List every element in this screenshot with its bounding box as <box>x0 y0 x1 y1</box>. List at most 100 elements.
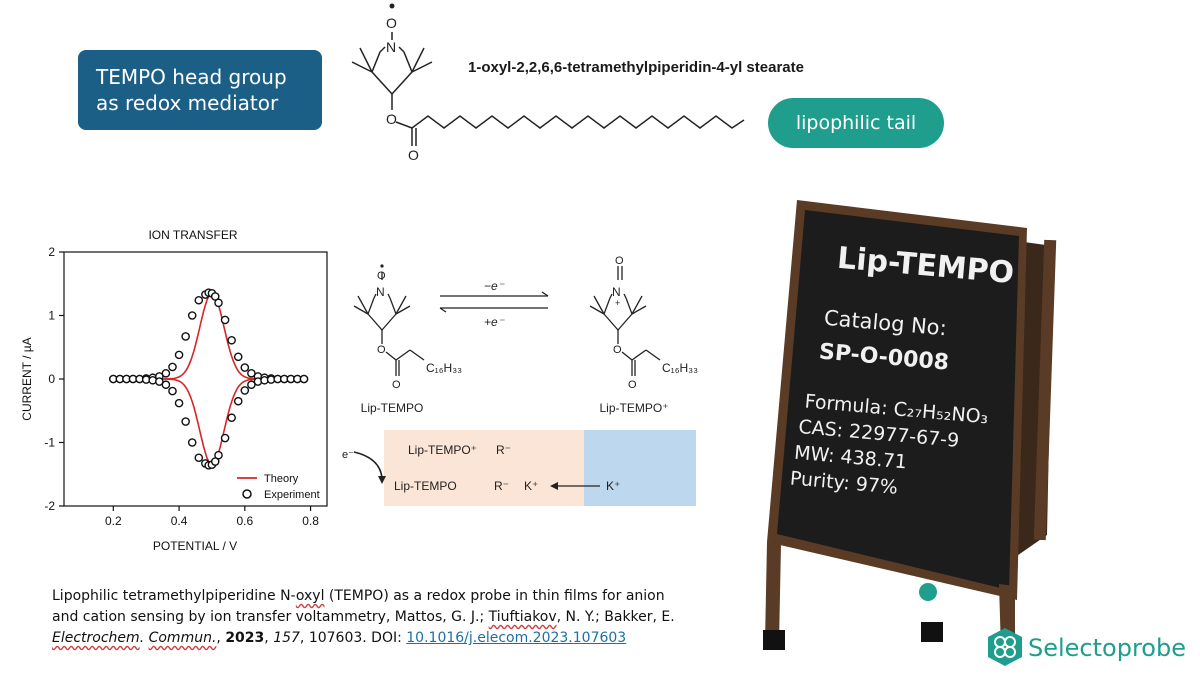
experiment-point-reverse <box>233 396 243 406</box>
x-axis-label: POTENTIAL / V <box>153 539 237 553</box>
right-nitrogen: N <box>612 285 621 299</box>
lip-tempo-plus-label: Lip-TEMPO⁺ <box>599 401 668 415</box>
citation-text: (TEMPO) as a redox probe in thin films f… <box>324 588 665 604</box>
right-plus-charge: + <box>615 298 620 308</box>
citation: Lipophilic tetramethylpiperidine N-oxyl … <box>52 586 752 649</box>
experiment-point-reverse <box>214 450 223 460</box>
row2-cation: K⁺ <box>524 479 538 493</box>
citation-oxyl: oxyl <box>295 588 325 604</box>
citation-journal-dot: . <box>139 630 145 646</box>
y-tick-label: 0 <box>48 372 55 386</box>
redox-reaction-scheme: O N O O C₁₆H₃₃ −e⁻ +e⁻ O N + O O C₁₆H₃₃ … <box>353 255 698 415</box>
theory-curve-reverse <box>113 378 304 466</box>
sign-logo-icon <box>919 583 937 601</box>
left-alkyl-chain: C₁₆H₃₃ <box>426 361 462 375</box>
citation-journal-b: Commun. <box>148 630 217 646</box>
citation-year: 2023 <box>225 630 265 646</box>
lip-tempo-label: Lip-TEMPO <box>361 401 424 415</box>
sign-board <box>777 210 1019 590</box>
membrane-phase <box>384 430 584 506</box>
ester-o-atom: O <box>386 111 397 127</box>
experiment-point-reverse <box>155 377 164 386</box>
y-tick-label: -2 <box>44 499 55 513</box>
y-tick-label: 1 <box>48 309 55 323</box>
experiment-point-forward <box>187 311 197 320</box>
citation-text: Lipophilic tetramethylpiperidine N- <box>52 588 296 604</box>
experiment-point-forward <box>220 315 230 325</box>
left-oxyl-o: O <box>377 270 386 282</box>
experiment-point-forward <box>240 363 250 372</box>
x-tick-label: 0.8 <box>302 514 319 528</box>
citation-pages: , 107603. DOI: <box>299 630 407 646</box>
chart-title: ION TRANSFER <box>148 228 237 242</box>
experiment-point-forward <box>214 298 223 308</box>
sign-rear-leg <box>1033 239 1057 541</box>
experiment-point-reverse <box>168 386 177 396</box>
citation-sep: , <box>216 630 226 646</box>
tempo-box-line1: TEMPO head group <box>96 65 287 89</box>
experiment-point-reverse <box>194 453 204 463</box>
sign-left-foot <box>763 630 785 650</box>
experiment-point-reverse <box>174 398 184 408</box>
y-axis-label: CURRENT / µA <box>20 337 34 420</box>
lipophilic-tail-pill: lipophilic tail <box>768 98 944 148</box>
citation-sep: , <box>264 630 274 646</box>
oxidation-label: −e⁻ <box>484 279 506 293</box>
tempo-head-group-box: TEMPO head group as redox mediator <box>78 50 322 130</box>
right-alkyl-chain: C₁₆H₃₃ <box>662 361 698 375</box>
ion-transfer-scheme: e⁻ Lip-TEMPO⁺ R⁻ Lip-TEMPO R⁻ K⁺ K⁺ <box>342 430 696 506</box>
experiment-point-reverse <box>181 417 190 426</box>
sign-front-left-leg <box>765 542 781 644</box>
product-sign: Lip-TEMPO Catalog No: SP-O-0008 Formula:… <box>763 200 1057 650</box>
y-tick-label: -1 <box>44 436 55 450</box>
left-nitrogen: N <box>376 285 385 299</box>
y-tick-label: 2 <box>48 245 55 259</box>
experiment-points <box>109 288 309 470</box>
cation-arrowhead <box>550 482 558 490</box>
aqueous-cation: K⁺ <box>606 479 620 493</box>
citation-volume: 157 <box>273 630 300 646</box>
experiment-point-reverse <box>161 380 171 390</box>
tempo-stearate-structure: O N O O <box>351 3 745 163</box>
experiment-point-reverse <box>240 386 250 395</box>
row1-anion: R⁻ <box>496 443 511 457</box>
sign-right-foot <box>921 622 943 642</box>
experiment-point-reverse <box>299 374 309 384</box>
electron-arrow <box>353 451 383 479</box>
experiment-point-forward <box>194 295 204 305</box>
experiment-point-forward <box>233 352 243 362</box>
experiment-point-forward <box>161 368 171 378</box>
citation-authors: , N. Y.; Bakker, E. <box>556 609 675 625</box>
experiment-point-forward <box>247 368 256 378</box>
legend-experiment-marker <box>242 489 252 499</box>
citation-journal: Electrochem <box>52 630 140 646</box>
nitrogen-atom: N <box>386 39 396 55</box>
citation-authors: and cation sensing by ion transfer volta… <box>52 609 489 625</box>
legend-theory-label: Theory <box>264 473 299 485</box>
electron-label: e⁻ <box>342 449 354 461</box>
brand-name: Selectoprobe <box>1028 634 1186 662</box>
left-carbonyl-o: O <box>392 379 401 391</box>
x-tick-label: 0.6 <box>236 514 253 528</box>
selectoprobe-logo-icon <box>988 628 1022 666</box>
compound-name: 1-oxyl-2,2,6,6-tetramethylpiperidin-4-yl… <box>468 59 804 76</box>
legend-experiment-label: Experiment <box>264 489 320 501</box>
x-tick-label: 0.2 <box>105 514 122 528</box>
carbonyl-o-atom: O <box>408 147 419 163</box>
right-ester-o: O <box>613 344 622 356</box>
experiment-point-reverse <box>247 380 256 390</box>
citation-doi-link[interactable]: 10.1016/j.elecom.2023.107603 <box>406 630 627 646</box>
experiment-point-forward <box>168 362 177 372</box>
reduction-label: +e⁻ <box>484 315 506 329</box>
experiment-point-forward <box>181 332 190 341</box>
experiment-point-reverse <box>227 413 236 423</box>
citation-author-tiuftiakov: Tiuftiakov <box>488 609 557 625</box>
row2-species: Lip-TEMPO <box>394 479 457 493</box>
right-oxo-o: O <box>615 255 624 267</box>
experiment-point-forward <box>174 350 184 360</box>
theory-curve-forward <box>113 292 304 380</box>
experiment-point-forward <box>227 335 236 345</box>
oxyl-o-atom: O <box>386 15 397 31</box>
